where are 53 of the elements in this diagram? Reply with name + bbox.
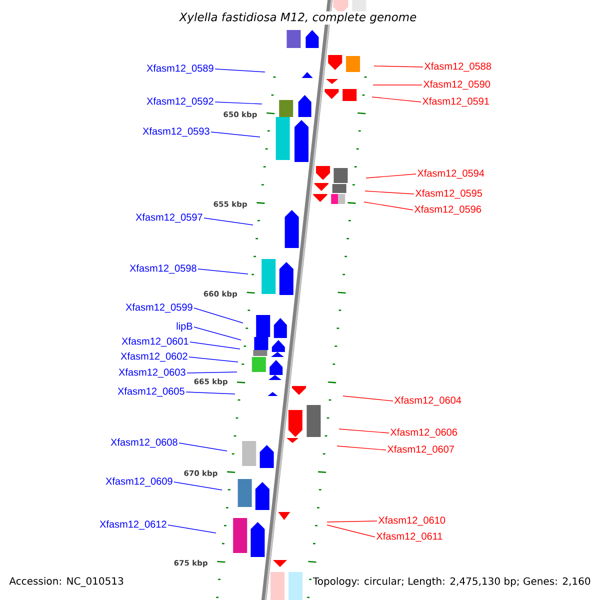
- gene-label: Xfasm12_0612: [100, 520, 166, 530]
- leader-line: [178, 442, 228, 452]
- gene-label: Xfasm12_0590: [423, 80, 490, 90]
- gene-label: Xfasm12_0611: [376, 532, 442, 542]
- gene-label: Xfasm12_0606: [390, 428, 458, 438]
- leader-line: [372, 84, 422, 86]
- leader-line: [326, 524, 376, 538]
- title: Xylella fastidiosa M12, complete genome: [178, 11, 418, 25]
- gene-label: Xfasm12_0597: [136, 213, 202, 223]
- leader-line: [372, 96, 422, 102]
- leader-line: [190, 342, 240, 350]
- leader-line: [364, 190, 414, 194]
- leader-line: [338, 428, 390, 434]
- gene-label: Xfasm12_0599: [126, 303, 192, 313]
- gene-label: Xfasm12_0610: [378, 516, 446, 526]
- gene-label: Xfasm12_0601: [122, 337, 188, 347]
- leader-line: [188, 356, 238, 362]
- leader-line: [174, 482, 222, 490]
- gene-label: Xfasm12_0605: [118, 387, 184, 397]
- leader-line: [186, 372, 238, 374]
- accession-text: Accession: NC_010513: [9, 577, 124, 587]
- gene-label: Xfasm12_0608: [110, 438, 178, 448]
- leader-line: [194, 326, 242, 340]
- leader-line: [186, 392, 236, 394]
- gene-label: Xfasm12_0602: [120, 352, 188, 362]
- leader-line: [364, 202, 414, 210]
- gene-label: Xfasm12_0595: [415, 189, 482, 199]
- genome-summary-text: Topology: circular; Length: 2,475,130 bp; Genes: 2,160: [312, 577, 590, 587]
- gene-label: Xfasm12_0609: [106, 477, 172, 487]
- leader-line: [168, 524, 216, 534]
- gene-label: Xfasm12_0607: [387, 445, 454, 455]
- leader-line: [210, 132, 260, 138]
- gene-label: Xfasm12_0598: [130, 264, 196, 274]
- leader-line: [204, 218, 254, 226]
- leader-line: [374, 66, 424, 68]
- gene-label: Xfasm12_0594: [417, 169, 484, 179]
- gene-label: Xfasm12_0588: [424, 62, 492, 72]
- gene-label: Xfasm12_0589: [146, 64, 214, 74]
- leader-line: [198, 268, 248, 274]
- leader-line: [336, 446, 386, 450]
- gene-label: Xfasm12_0593: [142, 127, 210, 137]
- leader-line: [342, 396, 394, 402]
- leader-line: [214, 68, 266, 72]
- leader-line: [194, 308, 244, 324]
- gene-label: Xfasm12_0603: [118, 368, 186, 378]
- leader-line: [326, 520, 378, 522]
- leader-line: [214, 102, 262, 104]
- gene-label: Xfasm12_0604: [394, 396, 462, 406]
- leader-line: [366, 174, 416, 178]
- gene-label: Xfasm12_0596: [414, 205, 482, 215]
- gene-label: lipB: [176, 322, 192, 332]
- gene-label: Xfasm12_0591: [422, 97, 489, 107]
- gene-label: Xfasm12_0592: [146, 97, 214, 107]
